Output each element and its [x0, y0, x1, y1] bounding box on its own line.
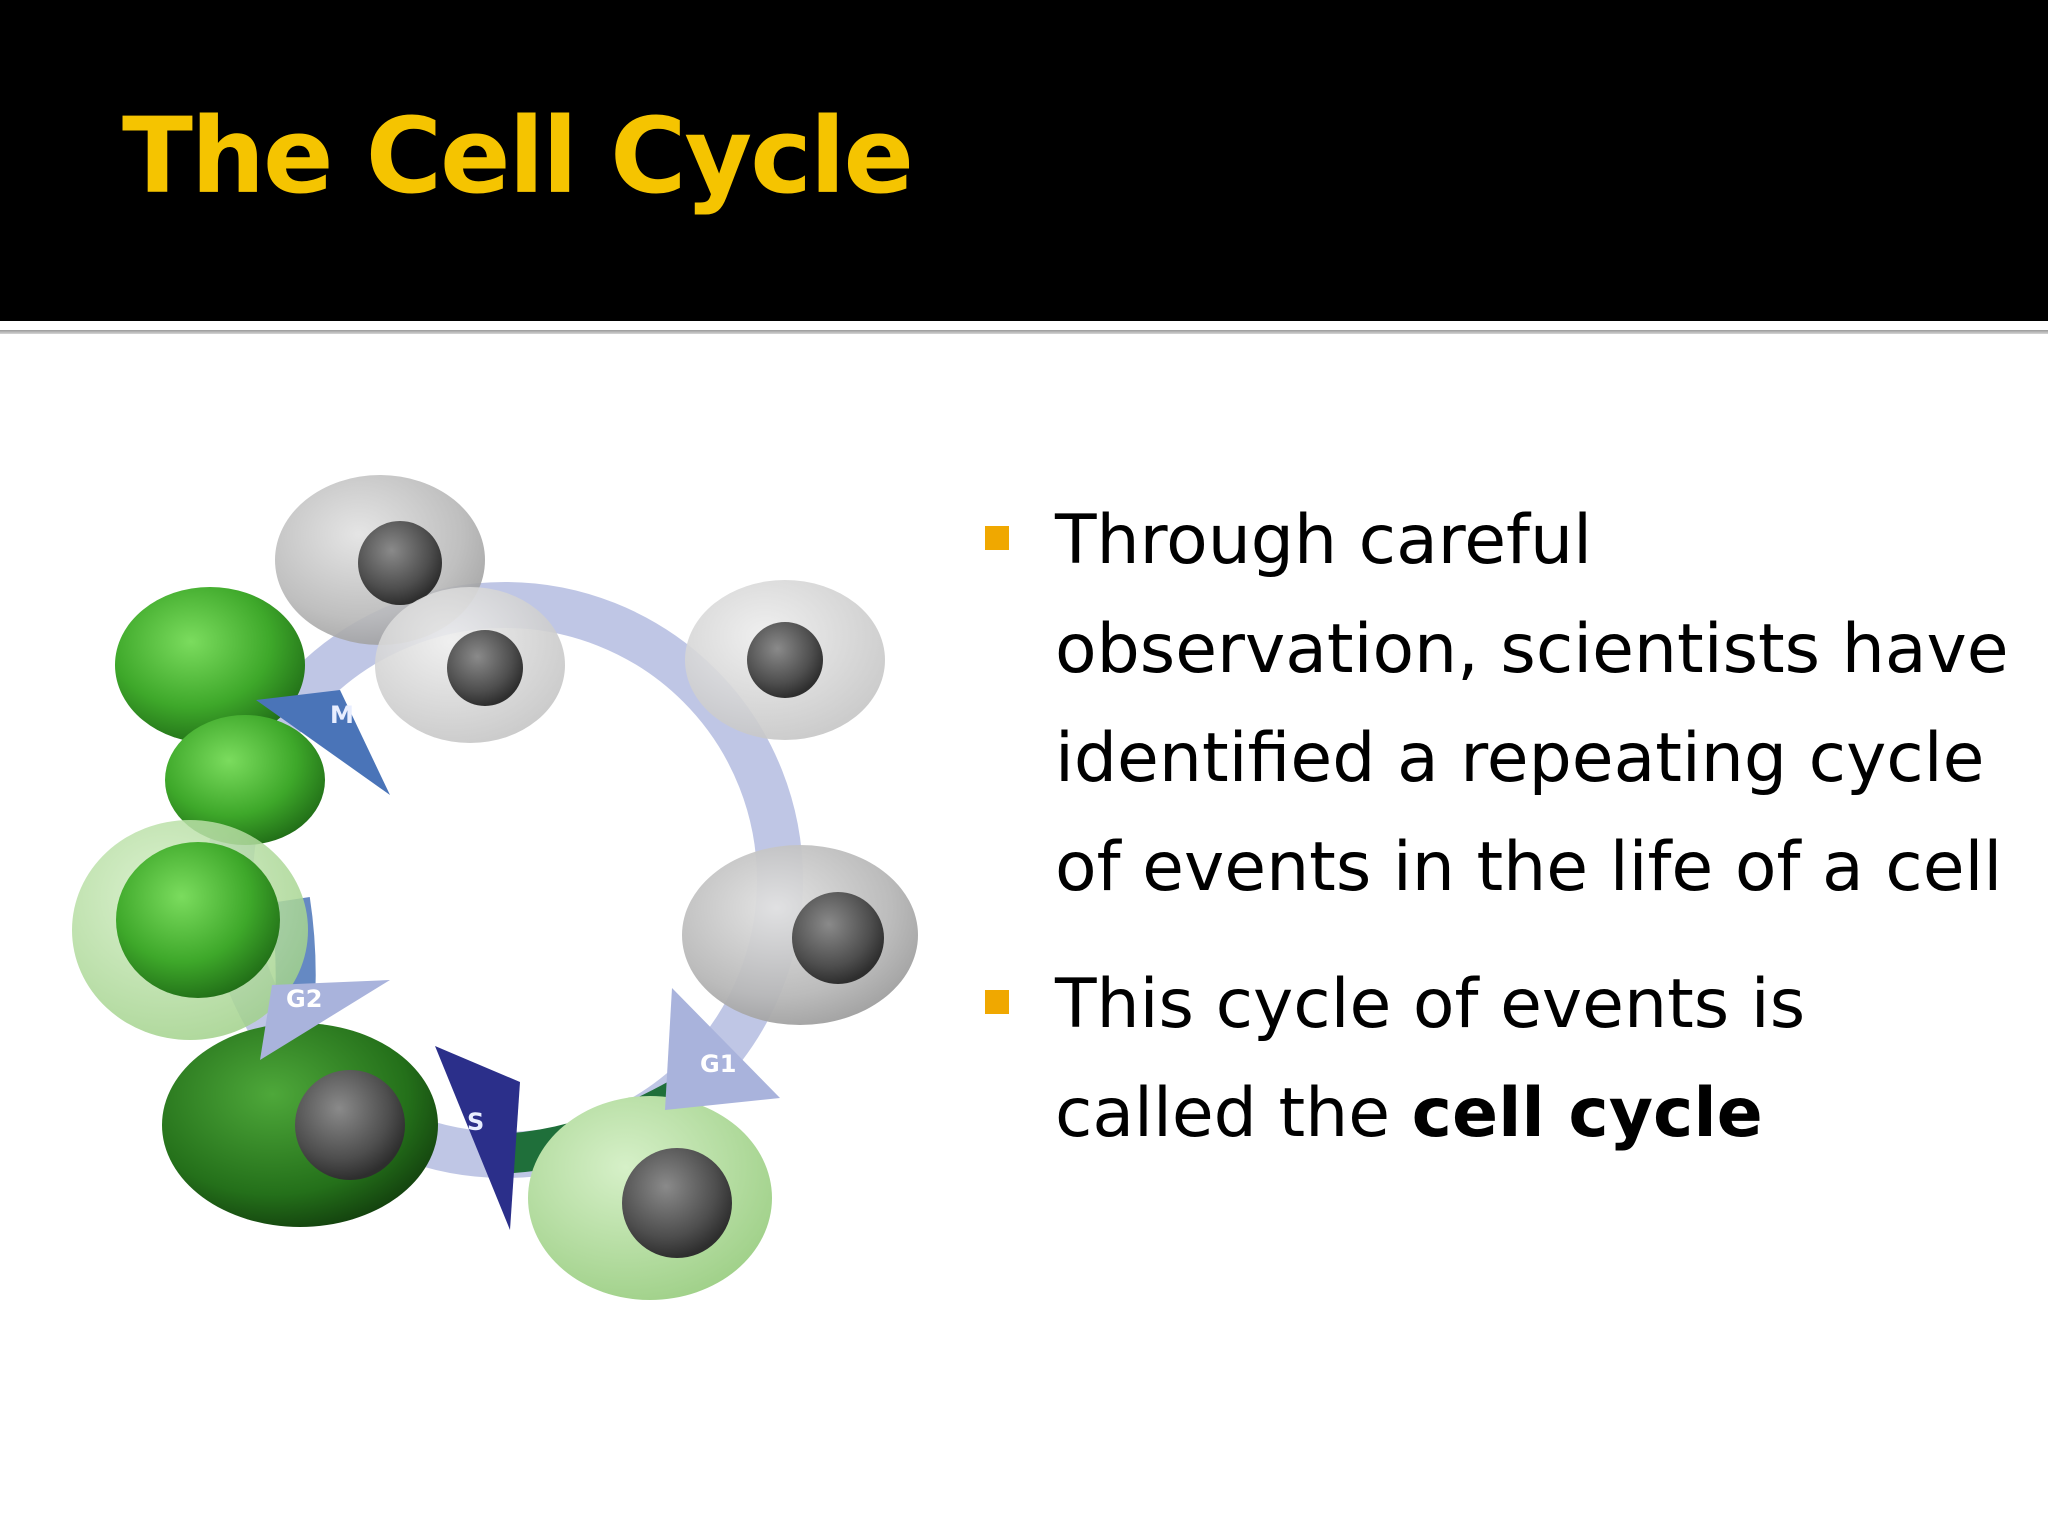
s-phase-arrow: [435, 1046, 520, 1230]
s-phase-cell: [162, 1023, 438, 1227]
g1-cell-top-right: [685, 580, 885, 740]
g1-green-cell: [528, 1096, 772, 1300]
g2-cell: [72, 820, 308, 1040]
header-divider-line: [0, 330, 2048, 334]
bullet-text: Through careful observation, scientists …: [1055, 501, 2009, 907]
bullet-marker: [985, 990, 1009, 1014]
cell-cycle-diagram: M G1 S G2: [60, 470, 950, 1350]
bullet-marker: [985, 526, 1009, 550]
dividing-cell: [115, 587, 325, 845]
bullet-list: Through careful observation, scientists …: [985, 486, 2025, 1168]
g2-phase-arrow: [260, 980, 390, 1060]
m-phase-arrow: [256, 690, 390, 795]
g1-phase-arrow: [665, 988, 780, 1110]
bullet-item: Through careful observation, scientists …: [985, 486, 2025, 922]
bullet-item: This cycle of events is called the cell …: [985, 950, 2025, 1168]
s-phase-label: S: [467, 1108, 484, 1136]
slide-title: The Cell Cycle: [122, 95, 914, 217]
bullet-bold-term: cell cycle: [1411, 1074, 1763, 1153]
daughter-cell-upper: [375, 587, 565, 743]
cell-cycle-illustration: M G1 S G2: [72, 475, 918, 1300]
header-divider: [0, 321, 2048, 327]
m-phase-label: M: [330, 701, 354, 729]
g1-phase-label: G1: [700, 1050, 736, 1078]
g1-cell-right: [682, 845, 918, 1025]
bullet-text: This cycle of events is called the: [1055, 965, 1806, 1153]
slide-header: The Cell Cycle: [0, 0, 2048, 321]
g2-phase-label: G2: [286, 985, 322, 1013]
